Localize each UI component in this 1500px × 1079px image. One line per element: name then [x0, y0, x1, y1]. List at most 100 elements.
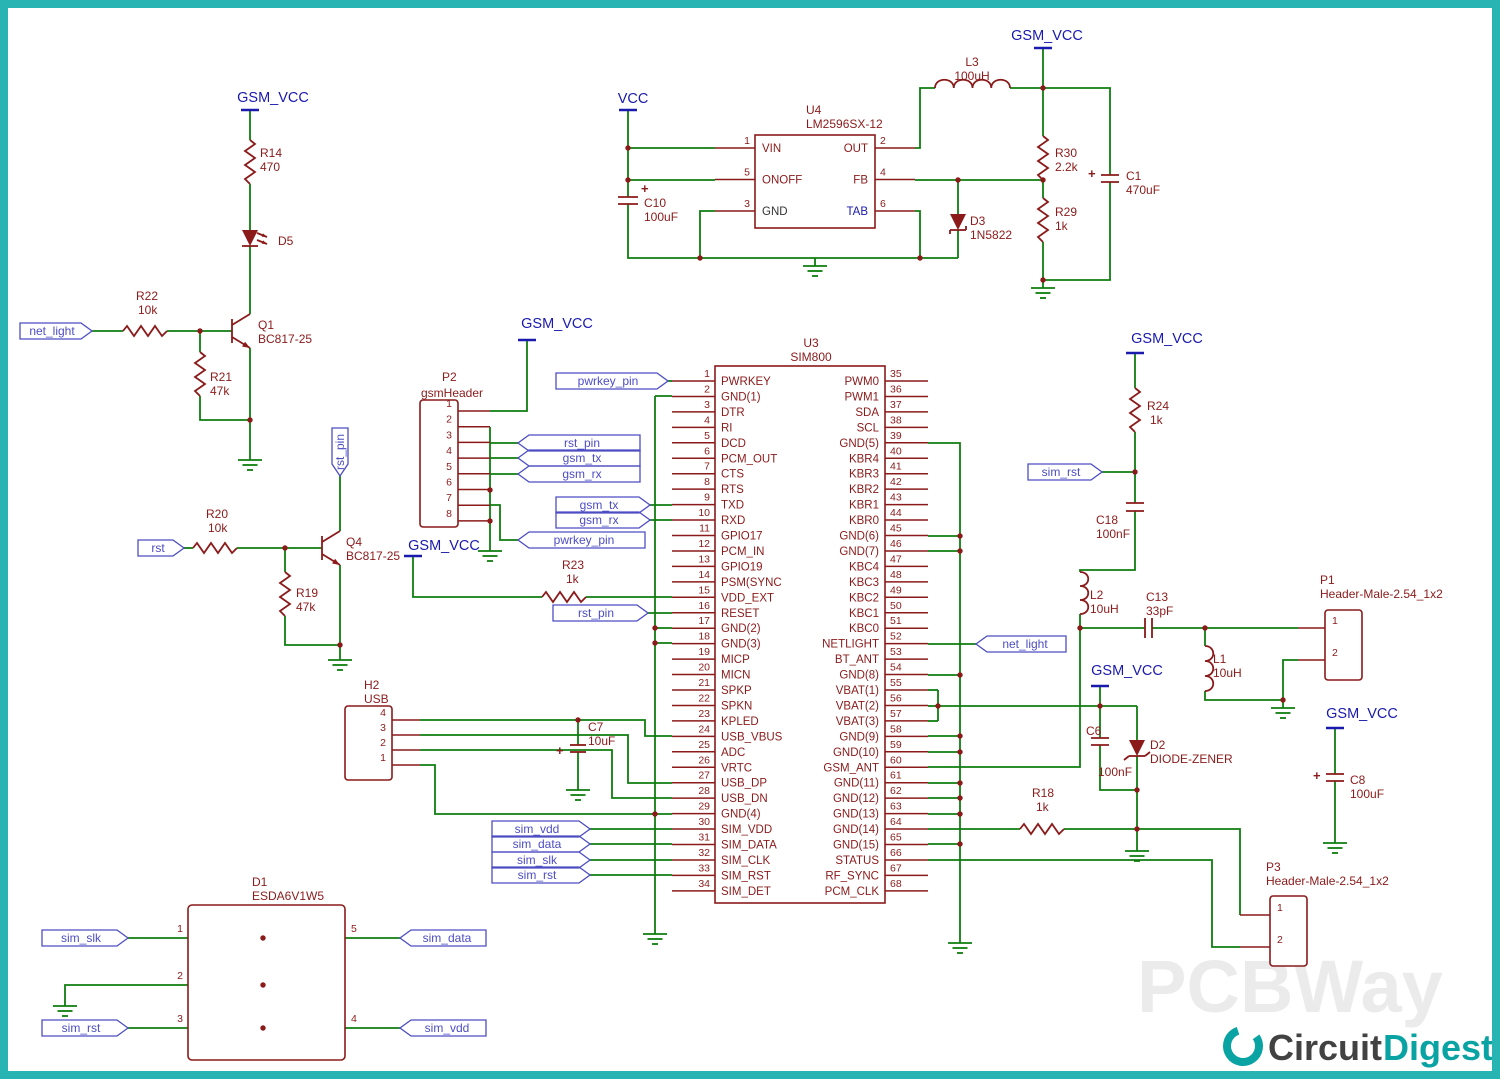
u3-left-pin-number: 30 — [698, 816, 710, 828]
flag-sim-rst-right: sim_rst — [1042, 465, 1081, 479]
u3-left-pin-number: 13 — [698, 553, 710, 565]
label-r23-ref: R23 — [562, 558, 584, 572]
u4-right-pin-name: OUT — [844, 143, 868, 155]
u3-left-pin-name: PCM_IN — [721, 546, 764, 558]
u3-left-pin-name: GND(2) — [721, 623, 761, 635]
u4-left-pin-name: GND — [762, 206, 788, 218]
net-flag — [516, 449, 641, 467]
wire — [928, 859, 1240, 948]
u3-left-pin-number: 28 — [698, 785, 710, 797]
label-c13-val: 33pF — [1146, 604, 1173, 618]
junction-dot — [1040, 277, 1046, 283]
u3-right-pin-number: 58 — [890, 723, 902, 735]
u3-left-pin-name: USB_VBUS — [721, 731, 783, 743]
label-r24-ref: R24 — [1147, 399, 1169, 413]
u3-left-pin-number: 21 — [698, 677, 710, 689]
u3-left-pin-name: SIM_DET — [721, 886, 771, 898]
h2-pin-number: 2 — [380, 737, 386, 749]
wire — [420, 764, 672, 815]
power-label-gsm-vcc-q4: GSM_VCC — [408, 538, 480, 554]
u3-right-pin-name: GND(10) — [833, 747, 879, 759]
net-flag — [491, 835, 592, 853]
u3-right-pin-number: 39 — [890, 430, 902, 442]
h2-pin-number: 4 — [380, 707, 386, 719]
u3-left-pin-name: ADC — [721, 747, 745, 759]
u3-left-pin-name: USB_DN — [721, 793, 768, 805]
u3-right-pin-name: GND(13) — [833, 809, 879, 821]
junction-dot — [247, 417, 253, 423]
flag-net-light-u3: net_light — [1002, 637, 1048, 651]
u3-left-pin-number: 29 — [698, 801, 710, 813]
u4-right-pin-number: 2 — [880, 135, 886, 147]
resistor-r20 — [192, 541, 238, 555]
d1-pin-number: 1 — [177, 923, 183, 935]
net-flag — [41, 1019, 130, 1037]
wire — [627, 204, 958, 259]
u3-right-pin-number: 36 — [890, 383, 902, 395]
label-l3-val: 100uH — [954, 69, 989, 83]
junction-dot — [1134, 787, 1140, 793]
u3-left-pin-name: SIM_RST — [721, 870, 771, 882]
u3-right-pin-name: GND(15) — [833, 840, 879, 852]
u3-left-pin-number: 11 — [699, 523, 710, 535]
d1-pin-number: 4 — [351, 1013, 357, 1025]
flag-rst-input: rst — [151, 541, 165, 555]
wires-layer — [64, 48, 1336, 1029]
u3-right-pin-name: BT_ANT — [835, 654, 879, 666]
u3-right-pin-name: KBC0 — [849, 623, 879, 635]
label-c10-ref: C10 — [644, 196, 666, 210]
junction-dot — [1132, 469, 1138, 475]
u4-right-pin-name: FB — [853, 175, 868, 187]
label-r20-ref: R20 — [206, 507, 228, 521]
label-p3-ref: P3 — [1266, 860, 1281, 874]
net-flag — [516, 531, 646, 549]
label-r30-val: 2.2k — [1055, 160, 1079, 174]
u3-right-pin-name: GND(9) — [839, 731, 879, 743]
net-flag — [491, 820, 592, 838]
label-d5-ref: D5 — [278, 234, 294, 248]
u3-left-pin-name: DTR — [721, 407, 745, 419]
inductor-l3 — [934, 78, 1011, 89]
flag-gsm-tx-u3: gsm_tx — [580, 498, 619, 512]
u3-left-pin-name: VRTC — [721, 762, 752, 774]
p3-pin-number: 2 — [1277, 934, 1283, 946]
u3-right-pin-name: GND(8) — [839, 670, 879, 682]
diode-d3 — [949, 214, 967, 234]
power-label-gsm-vcc-r24: GSM_VCC — [1131, 331, 1203, 347]
u3-left-pin-number: 25 — [698, 739, 710, 751]
transistor-q1 — [231, 313, 251, 349]
label-q1-ref: Q1 — [258, 318, 274, 332]
u3-left-pin-name: RESET — [721, 608, 759, 620]
inductor-l2 — [1079, 571, 1090, 615]
u3-right-pin-number: 67 — [890, 862, 902, 874]
net-flag — [555, 496, 652, 514]
inductor-l1 — [1204, 645, 1215, 692]
label-r23-val: 1k — [566, 572, 580, 586]
u3-right-pin-number: 49 — [890, 584, 902, 596]
wire — [1204, 691, 1283, 701]
label-c10-val: 100uF — [644, 210, 678, 224]
junction-dot — [957, 533, 963, 539]
u3-right-pin-number: 53 — [890, 646, 902, 658]
net-flag — [398, 929, 487, 947]
u3-left-pin-number: 31 — [698, 832, 710, 844]
label-c18-val: 100nF — [1096, 527, 1130, 541]
power-label-gsm-vcc-p2: GSM_VCC — [521, 316, 593, 332]
wire — [1079, 511, 1136, 572]
p1-pin-number: 2 — [1332, 647, 1338, 659]
u3-left-pin-name: SIM_VDD — [721, 824, 772, 836]
u3-right-pin-number: 43 — [890, 492, 902, 504]
junction-dot — [1040, 177, 1046, 183]
u3-right-pin-name: SCL — [857, 422, 880, 434]
net-flag-vertical — [331, 427, 349, 478]
capacitor-c7 — [570, 744, 586, 753]
p2-pin-number: 7 — [446, 492, 452, 504]
power-labels-layer: VCC GSM_VCC GSM_VCC GSM_VCC GSM_VCC GSM_… — [237, 28, 1398, 722]
u3-right-pin-number: 50 — [890, 600, 902, 612]
u3-right-pin-name: KBR1 — [849, 500, 879, 512]
u3-right-pin-name: GSM_ANT — [823, 762, 879, 774]
wire — [64, 984, 188, 998]
u3-left-pin-number: 16 — [698, 600, 710, 612]
tvs-array-d1-body — [187, 904, 346, 1061]
u3-left-pin-number: 20 — [698, 662, 710, 674]
